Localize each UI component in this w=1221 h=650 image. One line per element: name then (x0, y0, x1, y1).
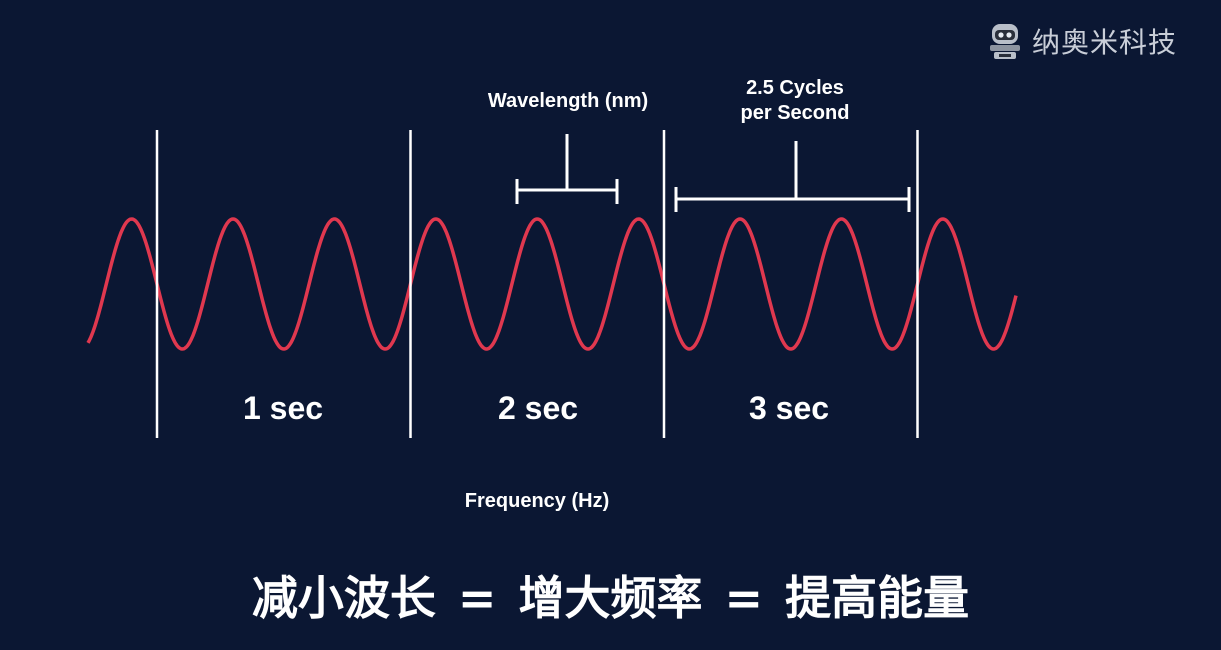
robot-mascot-icon (990, 24, 1020, 59)
cycles-per-second-label: 2.5 Cycles per Second (740, 77, 850, 124)
sine-wave (86, 217, 1018, 351)
watermark-text: 纳奥米科技 (1032, 26, 1178, 59)
sec-2-label: 2 sec (497, 390, 579, 426)
cycles-bracket (674, 141, 911, 212)
sec-3-label: 3 sec (748, 390, 830, 426)
sec-1-label: 1 sec (242, 390, 324, 426)
watermark: 纳奥米科技 (986, 18, 1177, 64)
frequency-label: Frequency (Hz) (464, 490, 610, 512)
caption: 减小波长 = 增大频率 = 提高能量 (251, 571, 970, 625)
second-markers (155, 130, 919, 438)
wavelength-bracket (515, 134, 619, 204)
wavelength-label: Wavelength (nm) (487, 90, 649, 112)
